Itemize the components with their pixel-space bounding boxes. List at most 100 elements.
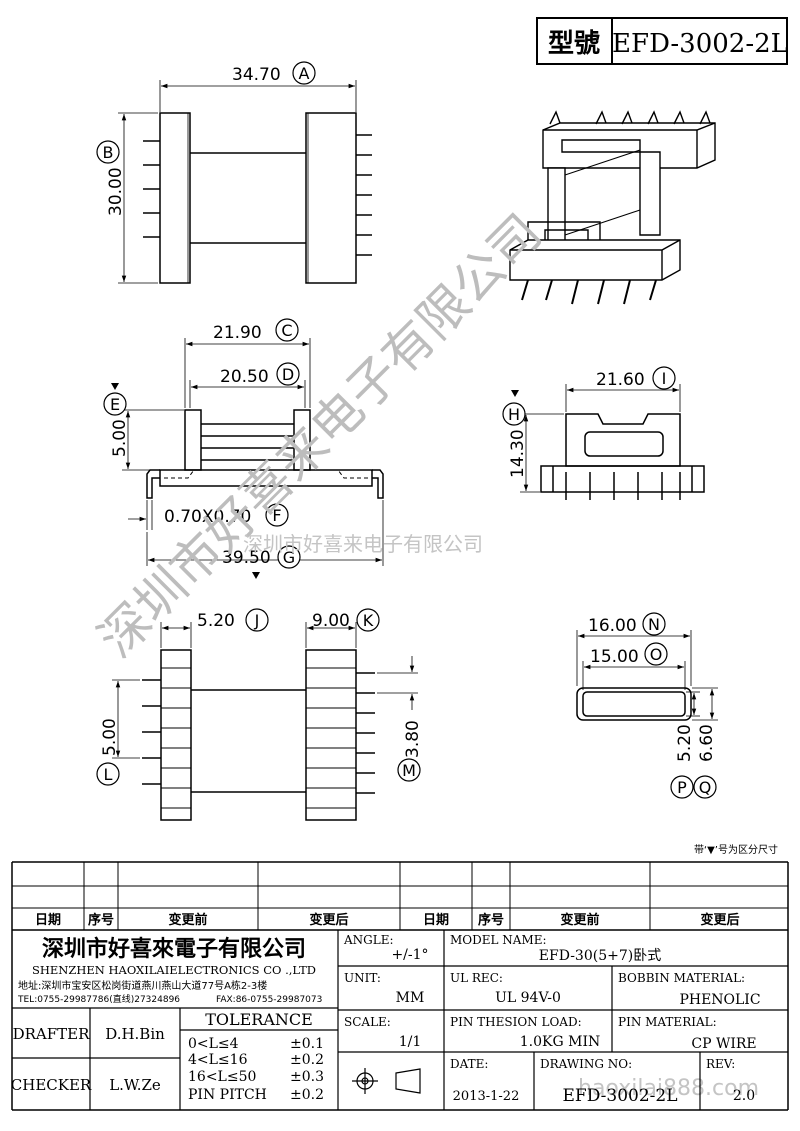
- svg-text:N: N: [648, 615, 660, 634]
- dim-L-marker: L: [96, 762, 120, 786]
- rev-header-seq-1: 序号: [88, 912, 114, 928]
- rev-value: 2.0: [733, 1088, 755, 1104]
- bobbin-material-label: BOBBIN MATERIAL:: [618, 971, 745, 985]
- svg-text:C: C: [281, 321, 292, 340]
- svg-text:J: J: [254, 611, 260, 630]
- svg-text:Q: Q: [699, 778, 712, 797]
- bottom-view: [112, 622, 418, 821]
- drawing-no-label: DRAWING NO:: [540, 1057, 632, 1071]
- model-name-label: MODEL NAME:: [450, 933, 547, 947]
- dim-L-value: 5.00: [100, 718, 120, 756]
- svg-text:H: H: [508, 405, 520, 424]
- dim-N-value: 16.00: [588, 616, 637, 636]
- checker-label: CHECKER: [11, 1076, 92, 1094]
- dim-A-marker: A: [292, 61, 316, 85]
- dim-M-value: 3.80: [403, 720, 423, 758]
- tolerance-title: TOLERANCE: [205, 1010, 313, 1029]
- rev-header-after-1: 变更后: [309, 912, 348, 928]
- model-header: 型號 EFD-3002-2L: [536, 17, 788, 65]
- dim-Q-value: 6.60: [697, 724, 717, 762]
- rev-header-date-1: 日期: [35, 913, 61, 928]
- svg-text:B: B: [103, 143, 114, 162]
- ul-rec-label: UL REC:: [450, 971, 503, 985]
- svg-text:F: F: [272, 506, 281, 525]
- rev-label: REV:: [706, 1057, 735, 1071]
- dim-N-marker: N: [642, 612, 666, 636]
- dim-H-value: 14.30: [508, 429, 528, 478]
- company-address: 地址:深圳市宝安区松岗街道燕川燕山大道77号A栋2-3楼: [18, 979, 267, 992]
- watermark-horizontal: 深圳市好喜来电子有限公司: [243, 532, 483, 556]
- tolerance-value-2: ±0.2: [290, 1052, 324, 1068]
- title-block-grid: [12, 930, 788, 1111]
- company-tel: TEL:0755-29987786(直线)27324896: [17, 993, 180, 1005]
- company-name-cn: 深圳市好喜來電子有限公司: [42, 936, 306, 962]
- dim-Q-marker: Q: [693, 775, 717, 799]
- angle-label: ANGLE:: [343, 933, 394, 947]
- distinguish-note: 带‘▼’号为区分尺寸: [694, 843, 778, 856]
- dim-D-marker: D: [276, 362, 300, 386]
- isometric-view: [509, 110, 716, 305]
- company-fax: FAX:86-0755-29987073: [216, 995, 322, 1005]
- ul-rec-value: UL 94V-0: [495, 990, 561, 1006]
- tolerance-value-3: ±0.3: [290, 1069, 324, 1085]
- dim-C-marker: C: [275, 318, 299, 342]
- svg-text:G: G: [283, 548, 295, 567]
- angle-value: +/-1°: [391, 947, 428, 963]
- date-value: 2013-1-22: [453, 1089, 520, 1104]
- pin-load-label: PIN THESION LOAD:: [450, 1015, 582, 1029]
- svg-text:E: E: [110, 395, 120, 414]
- tolerance-range-1: 0<L≤4: [188, 1036, 239, 1052]
- dim-M-marker: M: [397, 758, 421, 782]
- company-name-en: SHENZHEN HAOXILAIELECTRONICS CO .,LTD: [32, 963, 316, 977]
- dim-E-marker: E: [103, 392, 127, 416]
- rev-header-before-1: 变更前: [168, 912, 207, 928]
- pin-material-label: PIN MATERIAL:: [618, 1015, 717, 1029]
- bobbin-material-value: PHENOLIC: [679, 992, 760, 1008]
- dim-I-marker: I: [652, 366, 676, 390]
- dim-J-value: 5.20: [197, 611, 235, 631]
- dim-A-value: 34.70: [232, 65, 281, 85]
- scale-value: 1/1: [399, 1034, 422, 1050]
- drafter-label: DRAFTER: [13, 1025, 91, 1043]
- front-view: [122, 338, 384, 566]
- model-value: EFD-3002-2L: [612, 29, 788, 59]
- dim-P-marker: P: [670, 775, 694, 799]
- rev-header-seq-2: 序号: [478, 912, 504, 928]
- model-label: 型號: [548, 29, 600, 59]
- tolerance-value-4: ±0.2: [290, 1087, 324, 1103]
- projection-symbol: [352, 1068, 421, 1094]
- dim-C-value: 21.90: [213, 323, 262, 343]
- rev-header-before-2: 变更前: [560, 912, 599, 928]
- dim-K-value: 9.00: [312, 611, 350, 631]
- dim-F-marker: F: [265, 503, 289, 527]
- pin-load-value: 1.0KG MIN: [520, 1034, 600, 1050]
- dim-I-value: 21.60: [596, 370, 645, 390]
- side-view: [520, 384, 705, 500]
- scale-label: SCALE:: [344, 1015, 391, 1029]
- svg-text:K: K: [363, 611, 374, 630]
- pin-material-value: CP WIRE: [691, 1036, 756, 1052]
- dim-D-value: 20.50: [220, 367, 269, 387]
- svg-text:O: O: [650, 645, 663, 664]
- distinguish-mark-G: [252, 572, 260, 579]
- svg-text:M: M: [402, 761, 416, 780]
- dim-H-marker: H: [502, 402, 526, 426]
- rev-header-date-2: 日期: [423, 913, 449, 928]
- dim-O-value: 15.00: [590, 647, 639, 667]
- dim-B-marker: B: [96, 140, 120, 164]
- watermark-diagonal: 深圳市好喜来电子有限公司: [87, 203, 552, 668]
- revision-table: [11, 861, 789, 1110]
- tolerance-range-4: PIN PITCH: [188, 1087, 267, 1103]
- drafter-value: D.H.Bin: [105, 1025, 165, 1043]
- dim-K-marker: K: [356, 608, 380, 632]
- svg-text:A: A: [299, 64, 310, 83]
- tolerance-range-3: 16<L≤50: [188, 1069, 256, 1085]
- svg-text:P: P: [677, 778, 687, 797]
- svg-text:L: L: [104, 765, 113, 784]
- model-name-value: EFD-30(5+7)卧式: [539, 948, 661, 964]
- rev-header-after-2: 变更后: [700, 912, 739, 928]
- unit-value: MM: [396, 990, 425, 1006]
- dim-G-marker: G: [277, 545, 301, 569]
- unit-label: UNIT:: [344, 971, 381, 985]
